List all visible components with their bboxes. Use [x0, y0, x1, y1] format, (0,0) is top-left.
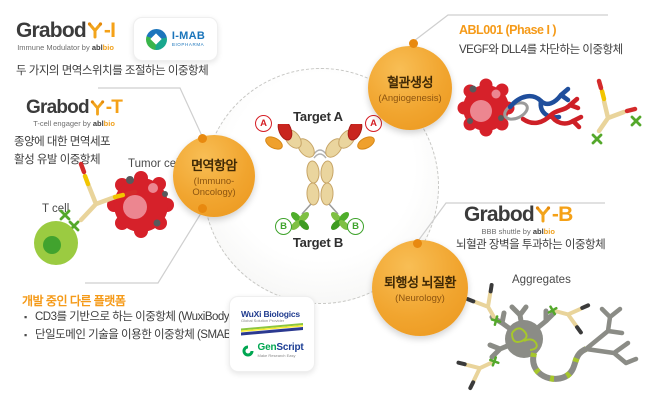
hub-title: 혈관생성 — [387, 75, 433, 90]
grabody-i-logo: Grabod -I Immune Modulator by ablbio — [16, 19, 116, 52]
hub-title: 면역항암 — [191, 157, 237, 173]
grabody-t-suffix: -T — [105, 97, 123, 118]
connector-node — [409, 39, 418, 48]
grabody-i-wordmark: Grabod — [16, 19, 87, 42]
list-item: 단일도메인 기술을 이용한 이중항체 (SMAB) — [24, 327, 235, 345]
grabody-i-description: 두 가지의 면역스위치를 조절하는 이중항체 — [16, 65, 209, 77]
target-a-badge: A — [365, 115, 382, 132]
tumor-cell-graphic — [107, 171, 174, 238]
other-platforms-title: 개발 중인 다른 플랫폼 — [22, 294, 126, 308]
hub-title: 퇴행성 뇌질환 — [384, 275, 456, 290]
scfv-clover — [290, 212, 350, 231]
target-a-badge: A — [255, 115, 272, 132]
grabody-i-tagline: Immune Modulator by ablbio — [17, 43, 114, 52]
grabody-b-wordmark: Grabod — [464, 203, 535, 226]
imab-name: I-MAB — [171, 29, 206, 42]
target-a-label: Target A — [293, 109, 343, 124]
imab-logo-card: I-MAB BIOPHARMA — [133, 17, 218, 61]
grabody-t-logo: Grabod -T T-cell engager by ablbio — [26, 97, 123, 128]
hub-subtitle: (Immuno- Oncology) — [192, 175, 236, 198]
hub-immuno-oncology: 면역항암 (Immuno- Oncology) — [173, 135, 255, 217]
partners-logo-card: WuXi Biologics Global Solution Provider … — [229, 296, 315, 372]
axon-myelin — [530, 346, 588, 382]
connector-node — [413, 239, 422, 248]
hub-subtitle: (Angiogenesis) — [378, 93, 442, 104]
other-platforms-list: CD3를 기반으로 하는 이중항체 (WuxiBody) 단일도메인 기술을 이… — [24, 309, 235, 345]
list-item: CD3를 기반으로 하는 이중항체 (WuxiBody) — [24, 309, 234, 327]
hub-angiogenesis: 혈관생성 (Angiogenesis) — [368, 46, 452, 130]
target-b-badge: B — [347, 218, 364, 235]
grabody-b-tagline: BBB shuttle by ablbio — [481, 227, 555, 236]
grabody-t-description: 종양에 대한 면역세포 활성 유발 이중항체 — [14, 136, 111, 166]
genscript-logo: GenScript Make Research Easy — [241, 343, 304, 358]
aggregates-label: Aggregates — [512, 274, 571, 286]
axon — [530, 346, 588, 382]
antibody-y-icon — [87, 22, 102, 39]
hub-subtitle: (Neurology) — [395, 293, 445, 304]
target-b-badge: B — [275, 218, 292, 235]
genscript-icon — [242, 345, 253, 357]
abl001-title: ABL001 (Phase I ) — [459, 23, 557, 37]
grabody-i-suffix: -I — [103, 19, 116, 42]
t-cell-graphic — [34, 221, 78, 265]
antibody-y-icon — [90, 99, 104, 115]
grabody-b-logo: Grabod -B BBB shuttle by ablbio — [464, 203, 573, 236]
antibody-graphic — [591, 78, 642, 145]
grabody-b-suffix: -B — [551, 203, 573, 226]
grabody-t-wordmark: Grabod — [26, 97, 90, 118]
hub-neurology: 퇴행성 뇌질환 (Neurology) — [372, 240, 468, 336]
bispecific-antibody-diagram — [265, 124, 375, 231]
antibody-y-icon — [535, 206, 550, 223]
wuxi-swoosh-icon — [241, 323, 303, 336]
red-vessel — [520, 96, 584, 130]
connector-node — [198, 204, 207, 213]
tumor-cell-label: Tumor cell — [128, 158, 182, 170]
imab-subtitle: BIOPHARMA — [171, 42, 205, 47]
tumor-cell-graphic — [457, 78, 515, 137]
target-b-label: Target B — [292, 235, 344, 250]
abl001-description: VEGF와 DLL4를 차단하는 이중항체 — [459, 44, 623, 56]
neuron-illustration — [456, 283, 639, 391]
imab-logo-icon — [145, 28, 167, 50]
wuxi-biologics-logo: WuXi Biologics Global Solution Provider — [241, 310, 303, 337]
axon-terminals — [583, 306, 639, 366]
angiogenesis-illustration — [457, 78, 642, 145]
tangle — [511, 327, 538, 351]
grabody-t-tagline: T-cell engager by ablbio — [33, 119, 115, 128]
grabody-b-description: 뇌혈관 장벽을 투과하는 이중항체 — [456, 239, 606, 251]
connector-node — [198, 134, 207, 143]
blue-vessel — [507, 86, 571, 120]
